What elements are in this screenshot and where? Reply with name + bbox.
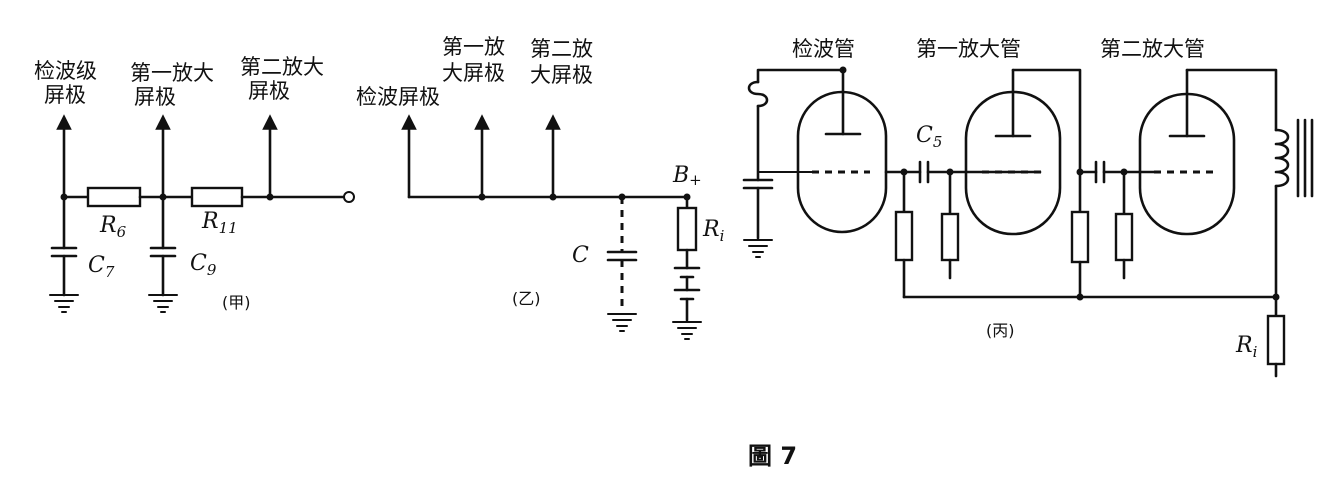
c5-label: C5: [916, 123, 942, 151]
label-first-amp-plate-line2: 大屏极: [442, 61, 505, 85]
label-detector-plate-line1: 检波级: [34, 59, 97, 83]
output-transformer-coil-icon: [1274, 128, 1290, 188]
ground-icon: [607, 313, 637, 332]
ground-icon: [743, 239, 773, 258]
grid-leak-resistor-2: [1114, 212, 1134, 262]
c7-label: C7: [88, 253, 115, 281]
battery-icon: [673, 266, 701, 322]
first-amp-load-resistor: [1070, 210, 1090, 264]
label-detector-plate: 检波屏极: [356, 85, 440, 109]
ground-icon: [49, 294, 79, 313]
label-first-amp-plate-line2: 屏极: [134, 85, 176, 109]
resistor-r11: [190, 186, 244, 208]
tube1-label: 检波管: [792, 37, 855, 61]
supply-label: B+: [672, 163, 702, 189]
label-first-amp-plate-line1: 第一放: [442, 35, 505, 59]
label-second-amp-plate-line2: 大屏极: [530, 63, 593, 87]
panel-c: 检波管 第一放大管 第二放大管 C5: [742, 37, 1314, 378]
input-coil-icon: [747, 80, 769, 108]
label-second-amp-plate-line1: 第二放大: [240, 55, 324, 79]
ground-icon: [672, 321, 702, 340]
c9-label: C9: [190, 251, 217, 279]
panel-a: 检波级 屏极 第一放大 屏极 第二放大 屏极 R6 R11 C: [34, 55, 355, 313]
panel-c-caption: (丙): [986, 321, 1015, 340]
grid-leak-resistor-1: [940, 212, 960, 262]
detector-load-resistor: [894, 210, 914, 262]
ri-label: Ri: [702, 217, 725, 245]
tube2-label: 第一放大管: [916, 37, 1021, 61]
resistor-ri: [1266, 314, 1286, 366]
resistor-ri: [676, 206, 698, 252]
terminal: [343, 191, 355, 203]
label-second-amp-plate-line1: 第二放: [530, 37, 593, 61]
cap-label: C: [572, 243, 589, 268]
panel-b-caption: (乙): [512, 289, 541, 308]
panel-a-caption: (甲): [222, 293, 251, 312]
ri-label: Ri: [1235, 333, 1258, 361]
figure-caption: 圖 7: [748, 442, 797, 470]
label-first-amp-plate-line1: 第一放大: [130, 61, 214, 85]
label-second-amp-plate-line2: 屏极: [248, 79, 290, 103]
ground-icon: [148, 294, 178, 313]
r6-label: R6: [99, 213, 127, 241]
panel-b: 检波屏极 第一放 大屏极 第二放 大屏极 B+ C Ri: [356, 35, 725, 340]
resistor-r6: [86, 186, 142, 208]
label-detector-plate-line2: 屏极: [44, 83, 86, 107]
r11-label: R11: [201, 209, 238, 237]
tube3-label: 第二放大管: [1100, 37, 1205, 61]
